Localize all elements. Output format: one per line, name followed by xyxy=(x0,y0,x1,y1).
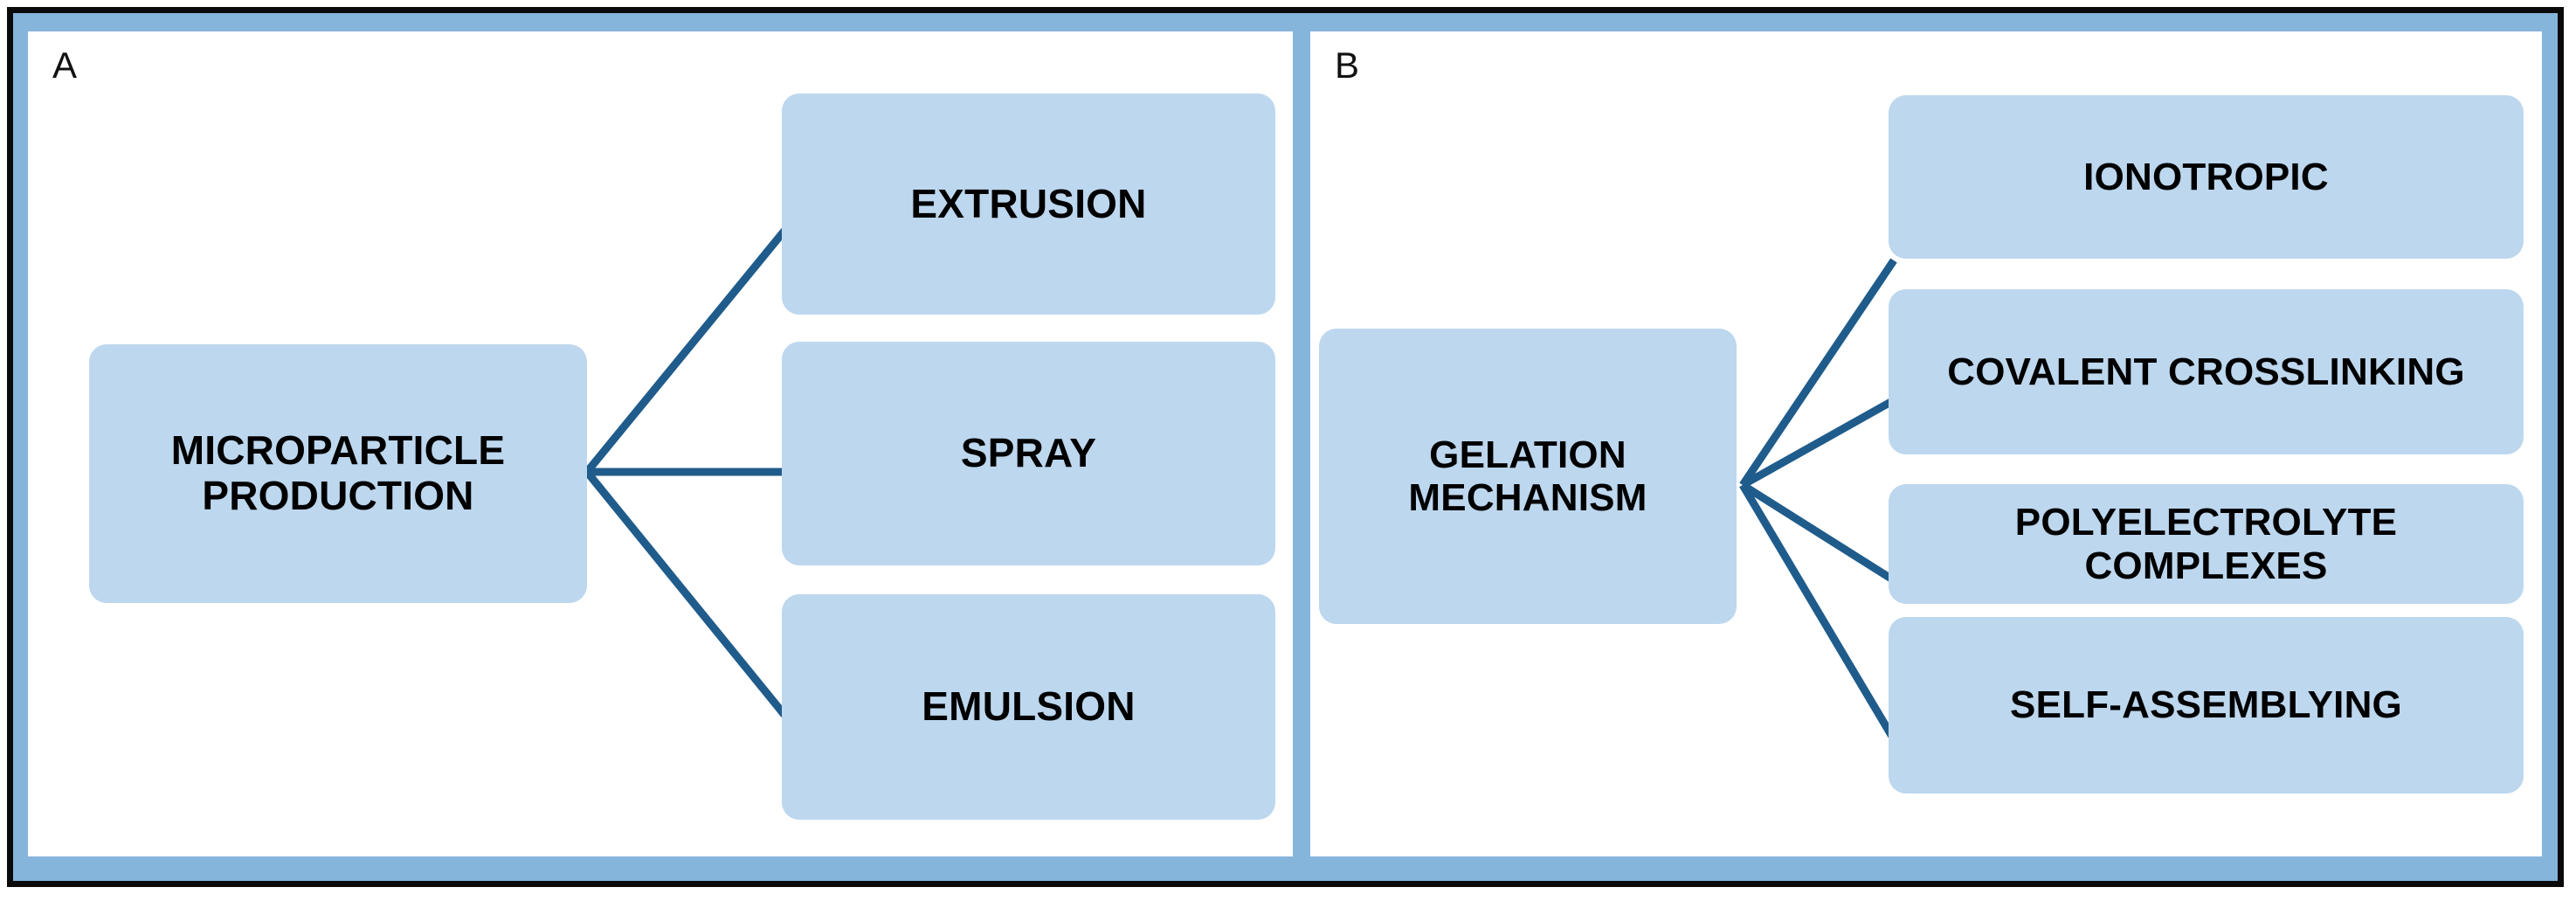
connector-root-to-ionotropic xyxy=(1739,258,1897,488)
node-extrusion[interactable]: EXTRUSION xyxy=(782,94,1275,315)
panel-b-letter: B xyxy=(1335,45,1360,86)
node-gelation-mechanism[interactable]: GELATION MECHANISM xyxy=(1319,329,1737,624)
node-polyelectrolyte-complexes[interactable]: POLYELECTROLYTE COMPLEXES xyxy=(1889,484,2524,604)
connector-root-to-extrusion xyxy=(584,228,788,475)
connector-root-to-emulsion xyxy=(584,469,788,717)
panel-a: A MICROPARTICLE PRODUCTION EXTRUSION SPR… xyxy=(28,31,1293,856)
connector-root-to-self-assemblying xyxy=(1739,482,1897,742)
node-microparticle-production[interactable]: MICROPARTICLE PRODUCTION xyxy=(89,344,587,603)
node-ionotropic[interactable]: IONOTROPIC xyxy=(1889,95,2524,259)
node-emulsion[interactable]: EMULSION xyxy=(782,594,1275,820)
node-gelation-mechanism-label: GELATION MECHANISM xyxy=(1408,433,1647,519)
node-extrusion-label: EXTRUSION xyxy=(910,180,1147,226)
node-ionotropic-label: IONOTROPIC xyxy=(2083,155,2329,198)
node-self-assemblying[interactable]: SELF-ASSEMBLYING xyxy=(1889,617,2524,794)
node-polyelectrolyte-complexes-label: POLYELECTROLYTE COMPLEXES xyxy=(2014,501,2398,587)
panel-a-letter: A xyxy=(52,45,78,86)
node-spray-label: SPRAY xyxy=(960,430,1097,476)
node-covalent-crosslinking[interactable]: COVALENT CROSSLINKING xyxy=(1889,289,2524,454)
node-self-assemblying-label: SELF-ASSEMBLYING xyxy=(2010,683,2402,727)
panel-b: B GELATION MECHANISM IONOTROPIC COVALENT… xyxy=(1310,31,2542,856)
connector-root-to-polyelectrolyte-complexes xyxy=(1740,482,1896,584)
node-emulsion-label: EMULSION xyxy=(922,683,1136,730)
connector-root-to-covalent-crosslinking xyxy=(1740,397,1896,489)
node-microparticle-production-label: MICROPARTICLE PRODUCTION xyxy=(170,427,506,518)
node-spray[interactable]: SPRAY xyxy=(782,342,1275,565)
node-covalent-crosslinking-label: COVALENT CROSSLINKING xyxy=(1947,350,2465,393)
